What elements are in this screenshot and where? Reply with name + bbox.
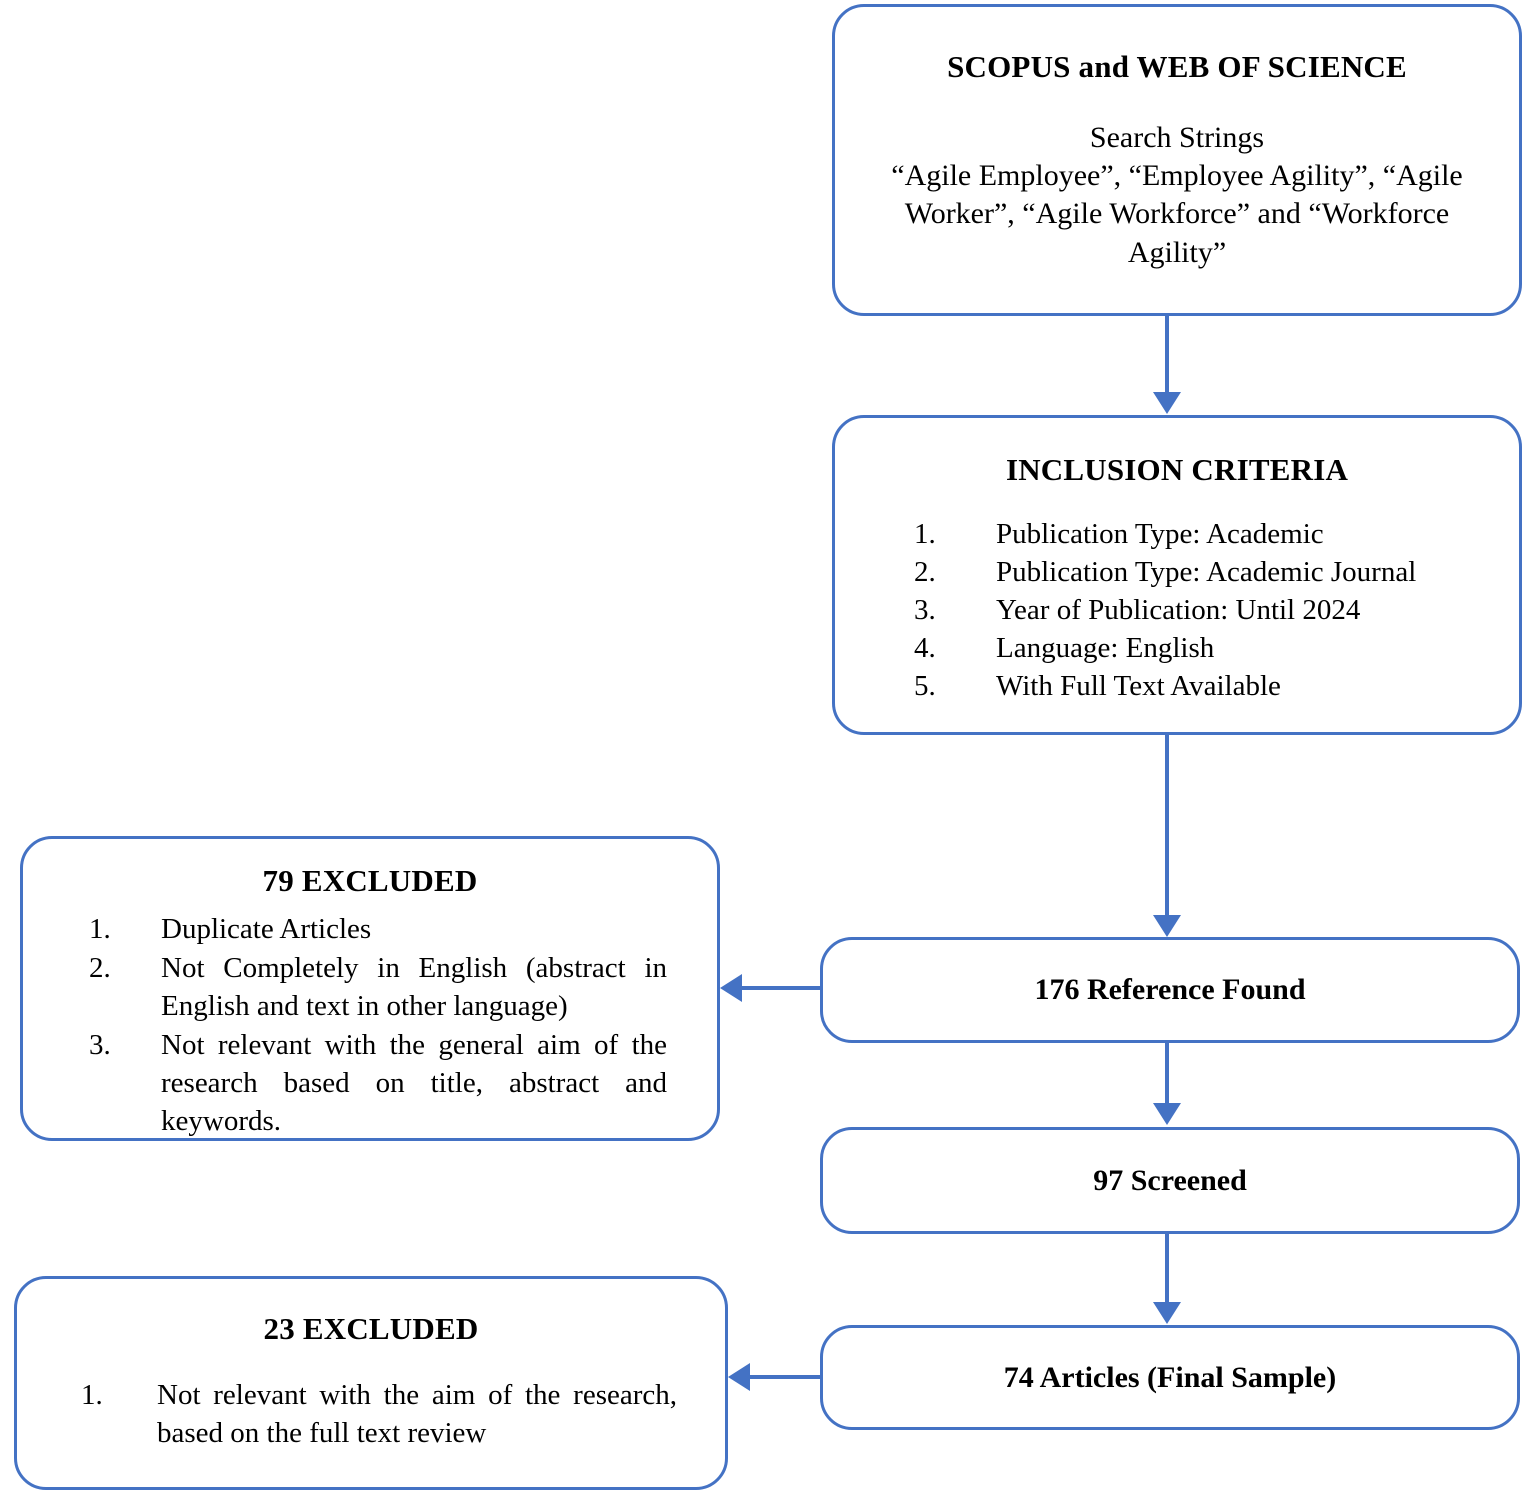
list-item: 2. Not Completely in English (abstract i… [89,950,667,1026]
arrow-head-down-icon [1153,1302,1181,1324]
list-item-number: 2. [914,555,936,588]
arrow-head-left-icon [720,974,742,1002]
excluded-23-reason-list: 1. Not relevant with the aim of the rese… [81,1377,677,1453]
arrow-head-left-icon [728,1363,750,1391]
list-item-number: 2. [89,951,111,984]
list-item: 5. With Full Text Available [914,668,1495,706]
node-final-sample: 74 Articles (Final Sample) [820,1325,1520,1430]
list-item-text: Publication Type: Academic [996,518,1324,550]
arrow-head-down-icon [1153,392,1181,414]
edge-line [1165,735,1169,917]
list-item-text: Not relevant with the general aim of the… [161,1028,667,1137]
list-item-text: With Full Text Available [996,669,1281,702]
search-strings-label: Search Strings [1089,121,1265,154]
edge-line [1165,1043,1169,1105]
list-item: 2. Publication Type: Academic Journal [914,554,1495,592]
arrow-head-down-icon [1153,1103,1181,1125]
list-item-text: Publication Type: Academic Journal [996,555,1417,588]
node-excluded-23-title: 23 EXCLUDED [263,1311,479,1346]
node-excluded-79: 79 EXCLUDED 1. Duplicate Articles 2. Not… [20,836,720,1141]
node-reference-found-label: 176 Reference Found [1034,973,1306,1006]
node-inclusion-title: INCLUSION CRITERIA [1005,452,1349,487]
inclusion-criteria-list: 1. Publication Type: Academic 2. Publica… [914,516,1495,706]
list-item: 1. Duplicate Articles [89,911,667,949]
list-item-number: 3. [914,593,936,626]
list-item-text: Language: English [996,631,1215,664]
search-strings-value: “Agile Employee”, “Employee Agility”, “A… [891,159,1463,269]
list-item-number: 4. [914,631,936,664]
node-final-sample-label: 74 Articles (Final Sample) [1003,1360,1337,1394]
node-reference-found: 176 Reference Found [820,937,1520,1043]
node-inclusion-criteria: INCLUSION CRITERIA 1. Publication Type: … [832,415,1522,735]
list-item: 3. Year of Publication: Until 2024 [914,592,1495,630]
node-screened-label: 97 Screened [1093,1163,1247,1197]
node-source-databases: SCOPUS and WEB OF SCIENCE Search Strings… [832,4,1522,316]
list-item-text: Duplicate Articles [161,913,372,945]
edge-line [750,1375,822,1379]
node-excluded-79-title: 79 EXCLUDED [262,863,478,898]
node-screened: 97 Screened [820,1127,1520,1234]
list-item-number: 1. [81,1379,103,1411]
node-excluded-23: 23 EXCLUDED 1. Not relevant with the aim… [14,1276,728,1490]
edge-line [1165,1234,1169,1304]
node-excluded-23-content: 23 EXCLUDED 1. Not relevant with the aim… [17,1311,725,1453]
arrow-head-down-icon [1153,915,1181,937]
list-item: 4. Language: English [914,630,1495,668]
list-item-number: 1. [914,518,936,550]
list-item-number: 5. [914,669,936,702]
edge-line [1165,316,1169,394]
node-inclusion-content: INCLUSION CRITERIA 1. Publication Type: … [835,452,1519,706]
list-item-text: Not relevant with the aim of the researc… [157,1379,677,1449]
edge-line [742,986,822,990]
node-excluded-79-content: 79 EXCLUDED 1. Duplicate Articles 2. Not… [23,863,717,1141]
node-source-title: SCOPUS and WEB OF SCIENCE [947,49,1407,84]
excluded-79-reason-list: 1. Duplicate Articles 2. Not Completely … [89,911,667,1141]
list-item-number: 3. [89,1028,111,1061]
list-item: 1. Not relevant with the aim of the rese… [81,1377,677,1453]
list-item-text: Not Completely in English (abstract in E… [161,951,667,1022]
list-item-text: Year of Publication: Until 2024 [996,593,1361,626]
list-item-number: 1. [89,913,111,945]
node-source-content: SCOPUS and WEB OF SCIENCE Search Strings… [835,49,1519,272]
list-item: 1. Publication Type: Academic [914,516,1495,554]
list-item: 3. Not relevant with the general aim of … [89,1027,667,1141]
